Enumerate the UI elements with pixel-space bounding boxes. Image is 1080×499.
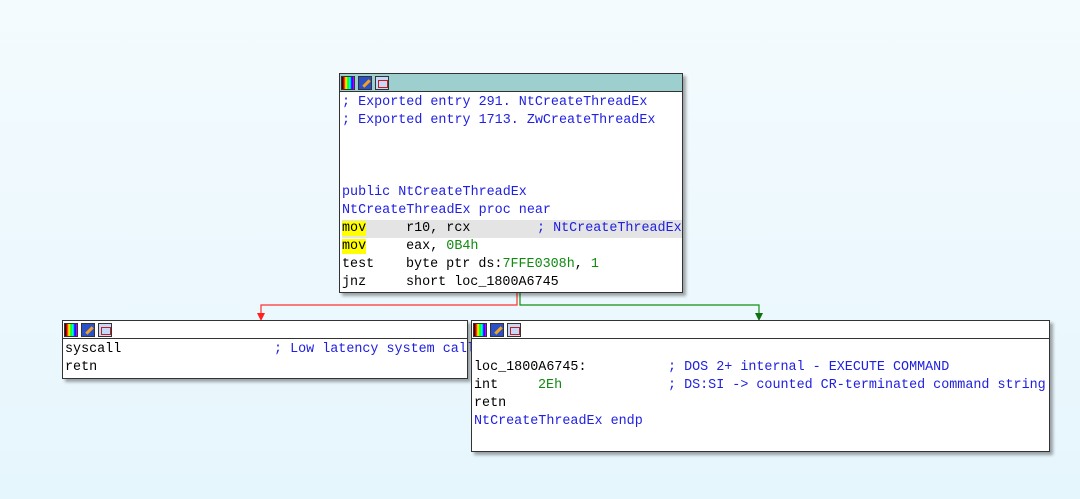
mnemonic: jnz [342,275,367,290]
code-line[interactable]: ; Exported entry 291. NtCreateThreadEx [342,95,648,110]
edge-true-arrowhead [755,313,763,321]
edge-false-branch[interactable] [260,292,518,314]
blank-line [342,148,682,166]
code-line-selected[interactable]: mov r10, rcx ; NtCreateThreadEx [342,220,682,238]
color-palette-icon[interactable] [341,75,355,90]
code-line[interactable]: public NtCreateThreadEx [342,185,527,200]
operand: byte ptr ds: [406,257,503,272]
comment: ; DOS 2+ internal - EXECUTE COMMAND [668,360,950,375]
code-block-syscall[interactable]: syscall ; Low latency system call retn [62,320,475,379]
code-line[interactable]: mov eax, 0B4h [342,238,682,256]
comment: ; NtCreateThreadEx [537,221,682,236]
operand: short loc_1800A6745 [406,275,559,290]
blank-line [342,166,682,184]
number: 2Eh [538,378,563,393]
blank-line [342,130,682,148]
code-line[interactable]: NtCreateThreadEx proc near [342,203,551,218]
comment: ; Low latency system call [274,342,475,357]
comment: ; DS:SI -> counted CR-terminated command… [668,378,1046,393]
number: 7FFE0308h [502,257,575,272]
code-line[interactable]: test byte ptr ds:7FFE0308h, 1 [342,256,682,274]
location-label: loc_1800A6745: [474,360,587,375]
operand: r10, rcx [406,221,471,236]
edge-true-branch[interactable] [519,292,760,314]
number: 1 [590,257,599,272]
block-header [472,321,1049,339]
code-line[interactable]: int 2Eh ; DS:SI -> counted CR-terminated c… [474,377,1049,395]
code-line[interactable]: ; Exported entry 1713. ZwCreateThreadEx [342,113,656,128]
block-header [340,74,682,92]
graph-view-icon[interactable] [375,75,389,90]
graph-view-icon[interactable] [98,322,112,337]
edge-false-arrowhead [257,313,265,321]
code-line[interactable]: jnz short loc_1800A6745 [342,274,682,292]
mnemonic: mov [342,221,367,236]
blank-line [474,341,1049,359]
number: 0B4h [446,239,479,254]
code-block-int2e[interactable]: loc_1800A6745: ; DOS 2+ internal - EXECUT… [471,320,1050,452]
operand: eax, [406,239,447,254]
code-line[interactable]: retn [65,360,98,375]
code-line[interactable]: NtCreateThreadEx endp [474,414,643,429]
color-palette-icon[interactable] [64,322,78,337]
mnemonic: int [474,378,499,393]
block-header [63,321,467,339]
edit-pencil-icon[interactable] [358,75,372,90]
code-line[interactable]: retn [474,396,507,411]
edit-pencil-icon[interactable] [490,322,504,337]
code-line[interactable]: loc_1800A6745: ; DOS 2+ internal - EXECUT… [474,359,1049,377]
color-palette-icon[interactable] [473,322,487,337]
separator: , [574,257,591,272]
graph-view-icon[interactable] [507,322,521,337]
code-block-entry[interactable]: ; Exported entry 291. NtCreateThreadEx ;… [339,73,683,293]
code-line[interactable]: syscall ; Low latency system call [65,341,475,359]
mnemonic: syscall [65,342,122,357]
mnemonic: test [342,257,375,272]
mnemonic: mov [342,239,367,254]
edit-pencil-icon[interactable] [81,322,95,337]
